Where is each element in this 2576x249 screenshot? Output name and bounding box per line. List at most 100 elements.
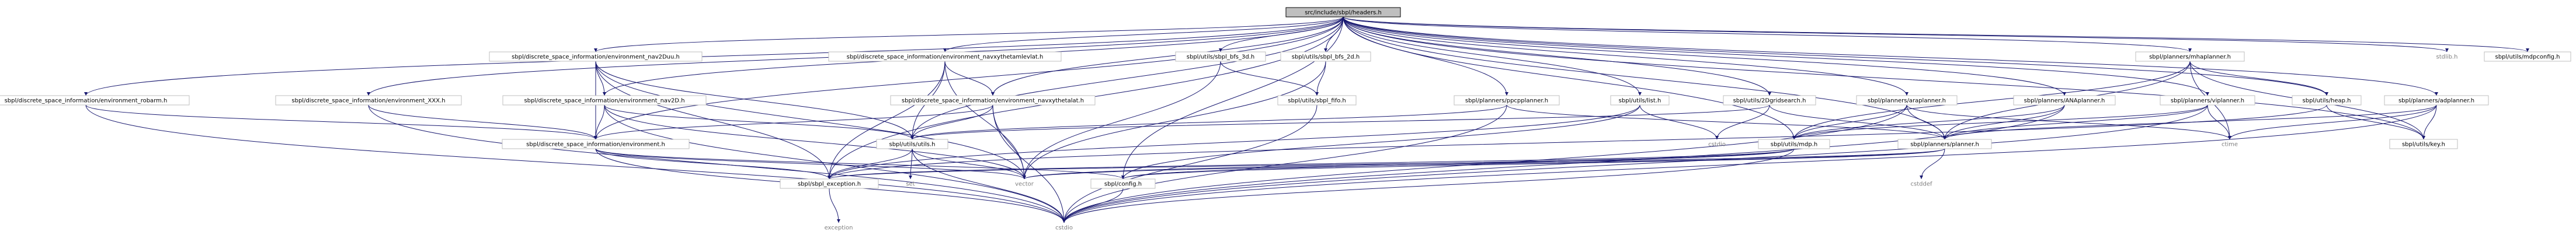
edge-env-nav2Duu-to-vector — [595, 61, 1026, 180]
node-box — [2384, 95, 2489, 106]
node-mdp[interactable]: sbpl/utils/mdp.h — [1758, 139, 1830, 149]
node-ANAplanner[interactable]: sbpl/planners/ANAplanner.h — [2013, 95, 2116, 106]
node-planner[interactable]: sbpl/planners/planner.h — [1897, 139, 1992, 149]
edge-root-to-ANAplanner — [1343, 16, 2066, 96]
node-box — [1610, 95, 1670, 106]
node-box — [502, 139, 690, 149]
node-environment[interactable]: sbpl/discrete_space_information/environm… — [502, 139, 690, 149]
edge-root-to-utils — [910, 16, 1344, 140]
node-env-nav2D[interactable]: sbpl/discrete_space_information/environm… — [502, 95, 707, 106]
edge-env-robarm-to-cstdio — [85, 104, 1066, 223]
edge-root-to-planner — [1343, 16, 1946, 140]
edge-root-to-heap — [1343, 16, 2328, 96]
node-label: sbpl/sbpl_exception.h — [798, 181, 861, 188]
header-nodes: src/include/sbpl/headers.h sbpl/discrete_… — [0, 7, 2571, 232]
node-grid2Dsearch[interactable]: sbpl/utils/2Dgridsearch.h — [1723, 95, 1816, 106]
node-sbpl-fifo[interactable]: sbpl/utils/sbpl_fifo.h — [1277, 95, 1357, 106]
edge-sbpl-exception-to-exception — [829, 188, 840, 223]
node-box — [2389, 139, 2458, 149]
node-label: sbpl/planners/mhaplanner.h — [2149, 54, 2231, 61]
node-mhaplanner[interactable]: sbpl/planners/mhaplanner.h — [2135, 51, 2245, 62]
node-env-robarm[interactable]: sbpl/discrete_space_information/environm… — [0, 95, 190, 106]
dependency-edges — [84, 16, 2529, 223]
node-box — [780, 178, 879, 189]
node-box — [1723, 95, 1816, 106]
edge-env-nav2D-to-cstdio — [604, 104, 1066, 223]
edge-bfs-3d-to-sbpl-fifo — [1220, 61, 1319, 96]
node-label: sbpl/utils/sbpl_fifo.h — [1288, 98, 1346, 104]
node-list[interactable]: sbpl/utils/list.h — [1610, 95, 1670, 106]
edge-root-to-adplanner — [1343, 16, 2438, 96]
node-env-navxythetalat[interactable]: sbpl/discrete_space_information/environm… — [890, 95, 1096, 106]
node-araplanner[interactable]: sbpl/planners/araplanner.h — [1856, 95, 1958, 106]
node-label: sbpl/discrete_space_information/environm… — [524, 98, 684, 104]
node-box — [876, 139, 948, 149]
node-box — [1758, 139, 1830, 149]
node-root[interactable]: src/include/sbpl/headers.h — [1285, 7, 1401, 17]
edge-env-nav2Duu-to-utils — [595, 61, 914, 140]
node-box — [2292, 95, 2362, 106]
node-label: set — [906, 181, 915, 188]
node-key[interactable]: sbpl/utils/key.h — [2389, 139, 2458, 149]
node-box — [1897, 139, 1992, 149]
node-label: sbpl/planners/adplanner.h — [2398, 98, 2474, 104]
node-label: sbpl/discrete_space_information/environm… — [5, 98, 168, 104]
node-sbpl-exception[interactable]: sbpl/sbpl_exception.h — [780, 178, 879, 189]
node-label: sbpl/discrete_space_information/environm… — [847, 54, 1044, 61]
node-cstdio-top: cstdio — [1708, 142, 1726, 148]
node-box — [489, 51, 703, 62]
node-heap[interactable]: sbpl/utils/heap.h — [2292, 95, 2362, 106]
edge-utils-to-vector — [912, 148, 1026, 180]
node-env-nav2Duu[interactable]: sbpl/discrete_space_information/environm… — [489, 51, 703, 62]
node-adplanner[interactable]: sbpl/planners/adplanner.h — [2384, 95, 2489, 106]
node-box — [2484, 51, 2571, 62]
node-label: sbpl/discrete_space_information/environm… — [512, 54, 680, 61]
node-box — [890, 95, 1096, 106]
edge-mdp-to-sbpl-exception — [828, 148, 1795, 180]
edge-adplanner-to-planner — [1943, 104, 2437, 140]
node-box — [1454, 95, 1560, 106]
node-env-navxythetamlevlat[interactable]: sbpl/discrete_space_information/environm… — [828, 51, 1062, 62]
edge-root-to-mdpconfig — [1343, 16, 2529, 52]
node-label: vector — [1015, 181, 1034, 188]
node-label: cstdio — [1055, 225, 1073, 232]
node-label: sbpl/utils/list.h — [1619, 98, 1661, 104]
node-bfs-2d[interactable]: sbpl/utils/sbpl_bfs_2d.h — [1280, 51, 1371, 62]
edge-utils-to-sbpl-exception — [828, 148, 913, 180]
edge-env-navxythetalat-to-vector — [992, 104, 1026, 180]
edge-bfs-2d-to-sbpl-fifo — [1315, 61, 1326, 96]
edge-root-to-env-navxythetalat — [991, 16, 1344, 96]
edge-env-navxythetalat-to-utils — [910, 104, 993, 140]
node-set: set — [906, 181, 915, 188]
node-viplanner[interactable]: sbpl/planners/viplanner.h — [2160, 95, 2255, 106]
node-env-xxx[interactable]: sbpl/discrete_space_information/environm… — [275, 95, 462, 106]
node-bfs-3d[interactable]: sbpl/utils/sbpl_bfs_3d.h — [1175, 51, 1266, 62]
node-label: sbpl/utils/utils.h — [889, 142, 936, 148]
edge-config-to-cstdio — [1062, 188, 1124, 223]
edge-root-to-env-navxythetamlevlat — [943, 16, 1344, 52]
edge-utils-to-cstdio — [912, 148, 1066, 223]
node-ppcpplanner[interactable]: sbpl/planners/ppcpplanner.h — [1454, 95, 1560, 106]
node-box — [1856, 95, 1958, 106]
node-label: cstddef — [1911, 181, 1932, 188]
edge-bfs-2d-to-vector — [1023, 61, 1326, 180]
edge-planner-to-sbpl-exception — [828, 148, 1945, 180]
node-label: sbpl/utils/sbpl_bfs_3d.h — [1187, 54, 1254, 61]
edge-env-navxythetalat-to-cstdio — [992, 104, 1066, 223]
edge-env-xxx-to-environment — [368, 104, 597, 140]
edge-environment-to-sbpl-exception — [595, 148, 831, 180]
edge-root-to-araplanner — [1343, 16, 1908, 96]
edge-mdp-to-config — [1121, 148, 1795, 180]
node-ctime: ctime — [2222, 142, 2238, 148]
node-box — [1090, 178, 1156, 189]
node-label: ctime — [2222, 142, 2238, 148]
edge-env-nav2D-to-environment — [594, 104, 605, 140]
node-config[interactable]: sbpl/config.h — [1090, 178, 1156, 189]
node-box — [1277, 95, 1357, 106]
edge-root-to-viplanner — [1343, 16, 2209, 96]
node-utils[interactable]: sbpl/utils/utils.h — [876, 139, 948, 149]
node-mdpconfig[interactable]: sbpl/utils/mdpconfig.h — [2484, 51, 2571, 62]
node-label: stdlib.h — [2436, 54, 2458, 61]
node-cstdio: cstdio — [1055, 225, 1073, 232]
